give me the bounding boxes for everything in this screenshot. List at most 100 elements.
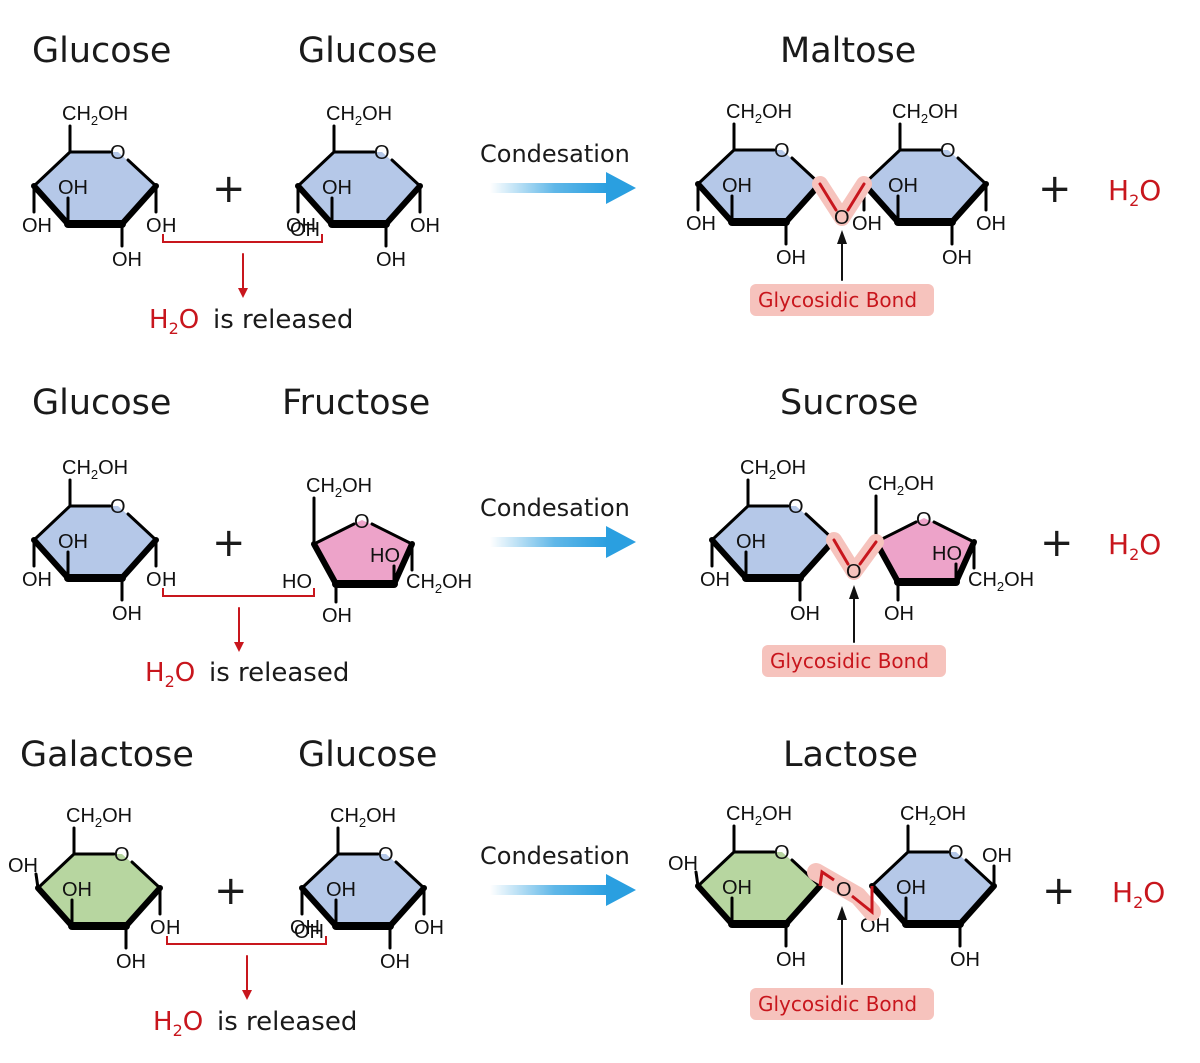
bond-line: [818, 869, 835, 887]
ring-fill: [876, 518, 974, 582]
released-water-label: H2O: [149, 305, 199, 338]
hydroxyl-label: OH: [790, 603, 820, 625]
glycosidic-bond-callout: Glycosidic Bond: [750, 230, 934, 316]
bond-line: [32, 150, 72, 188]
released-hydroxyl: OH: [290, 219, 320, 241]
bond-line: [869, 883, 909, 927]
is-released-label: is released: [213, 305, 353, 335]
ch2oh-label: CH2OH: [62, 103, 128, 128]
product-title: Maltose: [780, 31, 916, 71]
released-hydrogen: H: [162, 569, 176, 591]
condensation-label: Condesation: [480, 140, 630, 168]
arrow-head: [606, 874, 636, 906]
condensation-arrow: Condesation: [480, 842, 636, 906]
byproduct-water: H2O: [1108, 528, 1161, 564]
is-released-label: is released: [209, 658, 349, 688]
glycosidic-bond-label: Glycosidic Bond: [758, 992, 917, 1016]
bond-line: [34, 872, 40, 890]
ch2oh-label: CH2OH: [406, 571, 472, 596]
ring-oxygen: O: [940, 140, 956, 162]
hydroxyl-label: OH: [776, 247, 806, 269]
released-water-label: H2O: [145, 658, 195, 691]
hydroxyl-label: OH: [722, 175, 752, 197]
bond-line: [932, 520, 976, 544]
hydroxyl-label: OH: [942, 247, 972, 269]
is-released-label: is released: [217, 1007, 357, 1037]
hydroxyl-label: OH: [414, 917, 444, 939]
bond-label-background: [750, 284, 934, 316]
bond-line: [861, 181, 901, 225]
bond-line: [123, 885, 163, 929]
byproduct-water: H2O: [1112, 876, 1165, 912]
ch2oh-label: CH2OH: [726, 803, 792, 828]
ring-fill: [34, 152, 156, 224]
bond-line: [953, 539, 977, 585]
bond-line: [370, 522, 414, 546]
hydroxyl-label: OH: [722, 877, 752, 899]
ring-fill: [712, 506, 834, 578]
bond-line: [296, 150, 336, 188]
bond-line: [957, 883, 997, 927]
reactant-1-title: Galactose: [20, 735, 194, 775]
bond-line: [312, 522, 356, 546]
bond-line: [119, 183, 159, 227]
hydroxyl-label: OH: [58, 177, 88, 199]
bracket-line: [162, 588, 315, 597]
callout-arrow-head: [837, 230, 847, 244]
release-arrow-head: [234, 642, 244, 652]
bond-line: [818, 182, 838, 212]
ring-oxygen: O: [774, 140, 790, 162]
bond-line: [119, 537, 159, 581]
hydroxyl-oxygen: O: [150, 917, 166, 939]
glycosidic-linkage: O: [807, 863, 881, 921]
bond-line: [956, 156, 988, 186]
glycosidic-bond-callout: Glycosidic Bond: [762, 585, 946, 677]
arrow-shaft: [490, 183, 608, 193]
bond-line: [383, 183, 423, 227]
ring-oxygen: O: [114, 844, 130, 866]
bond-label-background: [762, 645, 946, 677]
hydroxyl-label: OH: [326, 879, 356, 901]
bridging-oxygen: O: [834, 207, 850, 229]
ch2oh-label: CH2OH: [900, 803, 966, 828]
reactant-1-title: Glucose: [32, 31, 171, 71]
ring-fill: [34, 506, 156, 578]
bridging-oxygen: O: [846, 561, 862, 583]
bracket-line: [162, 234, 323, 243]
condensation-label: Condesation: [480, 494, 630, 522]
bond-line: [36, 852, 76, 890]
hydroxyl-label: OH: [982, 845, 1012, 867]
hydroxyl-label: OH: [116, 951, 146, 973]
ring-oxygen: O: [916, 509, 932, 531]
ch2oh-label: CH2OH: [62, 457, 128, 482]
reactant-2-title: Glucose: [298, 31, 437, 71]
bridging-oxygen: O: [836, 879, 852, 901]
bond-line: [862, 148, 902, 186]
hydroxyl-label: OH: [22, 215, 52, 237]
released-hydrogen: H: [162, 215, 176, 237]
glycosidic-bond-label: Glycosidic Bond: [770, 649, 929, 673]
arrow-head: [606, 526, 636, 558]
bond-line: [832, 538, 850, 566]
bond-line: [311, 541, 339, 587]
hydroxyl-label: OH: [376, 249, 406, 271]
ch2oh-label: CH2OH: [726, 101, 792, 126]
reactant-2-title: Glucose: [298, 735, 437, 775]
ring-oxygen: O: [110, 142, 126, 164]
hydroxyl-label: OH: [736, 531, 766, 553]
ch2oh-label: CH2OH: [330, 805, 396, 830]
ch2oh-label: CH2OH: [868, 473, 934, 498]
bond-line: [949, 181, 989, 225]
ring-fill: [314, 520, 412, 584]
hydroxyl-label: OH: [380, 951, 410, 973]
bond-line: [783, 181, 823, 225]
bracket-line: [166, 936, 327, 945]
bond-line: [126, 512, 158, 542]
ring-fill: [698, 852, 820, 924]
